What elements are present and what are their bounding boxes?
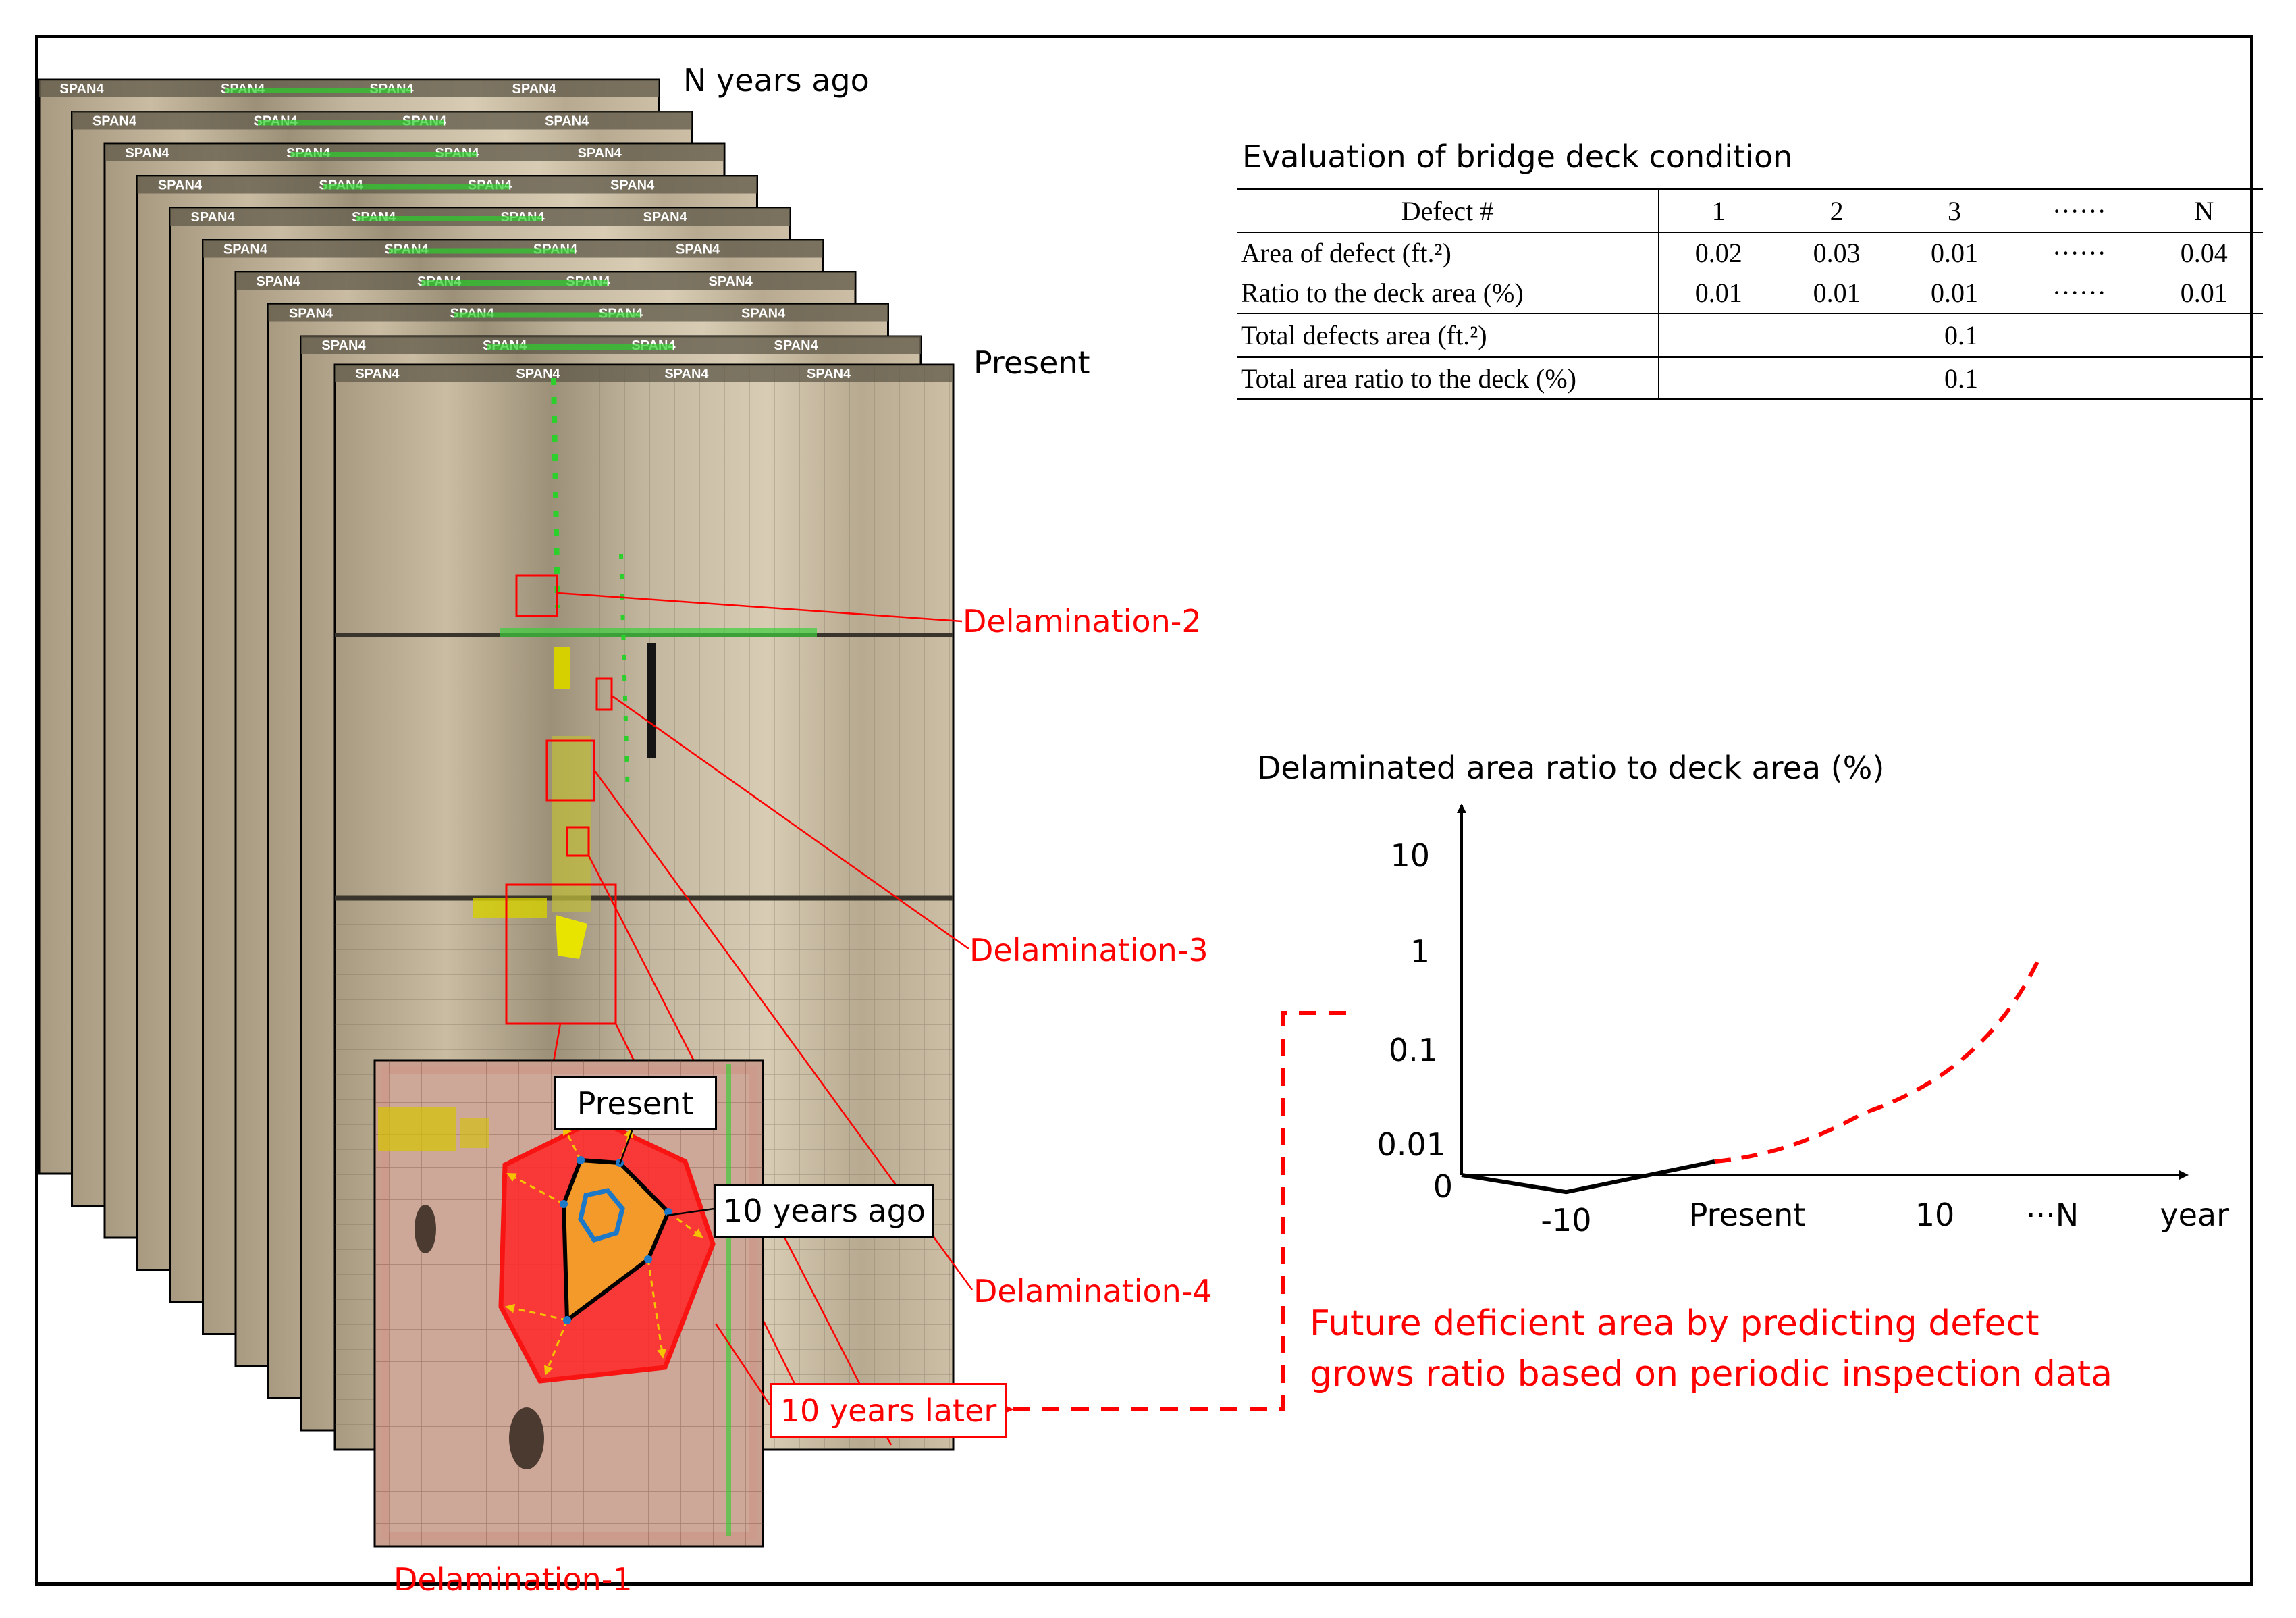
span-header-text: SPAN4	[321, 338, 366, 353]
header-cell: N	[2145, 188, 2263, 233]
table-cell: 0.01	[2145, 272, 2263, 314]
row-label: Ratio to the deck area (%)	[1237, 272, 1659, 314]
span-header-text: SPAN4	[355, 367, 400, 382]
row-label: Area of defect (ft.²)	[1237, 232, 1659, 272]
span-header-text: SPAN4	[643, 210, 688, 225]
span-header-text: SPAN4	[676, 242, 720, 257]
y-tick-label: 1	[1410, 933, 1430, 970]
span-header-text: SPAN4	[741, 307, 786, 321]
delamination-2-label: Delamination-2	[963, 603, 1202, 640]
span-header-text: SPAN4	[59, 82, 104, 97]
x-tick-label: 10	[1915, 1197, 1955, 1233]
table-cell: 0.01	[1659, 272, 1778, 314]
header-cell: Defect #	[1237, 188, 1659, 233]
y-tick-label: 0.1	[1388, 1032, 1438, 1068]
ten-years-later-label: 10 years later	[770, 1383, 1007, 1438]
total-value: 0.1	[1659, 357, 2263, 400]
span-header-text: SPAN4	[610, 178, 655, 193]
chart-y-axis-label: Delaminated area ratio to deck area (%)	[1257, 750, 1885, 786]
header-cell: 3	[1895, 188, 2014, 233]
stack-bottom-label: Present	[973, 344, 1090, 381]
span-header-text: SPAN4	[256, 274, 300, 289]
table-total-row: Total defects area (ft.²) 0.1	[1237, 313, 2263, 358]
total-value: 0.1	[1659, 313, 2263, 358]
delamination-4-label: Delamination-4	[973, 1273, 1212, 1309]
delamination-1-zoom	[373, 1059, 771, 1548]
header-cell: 2	[1778, 188, 1896, 233]
span-header-text: SPAN4	[223, 242, 268, 257]
span-header-text: SPAN4	[709, 274, 753, 289]
table-cell: 0.01	[1778, 272, 1896, 314]
present-outline-label: Present	[554, 1076, 717, 1130]
span-header-text: SPAN4	[774, 338, 819, 353]
y-tick-label: 0.01	[1377, 1126, 1446, 1163]
chart-x-axis-label: year	[2160, 1197, 2229, 1233]
y-tick-label: 10	[1390, 837, 1430, 874]
span-header-text: SPAN4	[664, 367, 709, 382]
table-cell: 0.04	[2180, 237, 2228, 268]
table-cell: 0.01	[1895, 272, 2014, 314]
header-cell: 1	[1659, 188, 1778, 233]
header-cell: ······	[2013, 188, 2145, 233]
table-total-row: Total area ratio to the deck (%) 0.1	[1237, 357, 2263, 400]
delamination-1-label: Delamination-1	[394, 1561, 633, 1598]
span-header-text: SPAN4	[125, 146, 169, 161]
table-cell: 0.02	[1694, 237, 1742, 268]
span-header-text: SPAN4	[807, 367, 851, 382]
span-header-text: SPAN4	[190, 210, 235, 225]
observed-growth-line	[1461, 1159, 1715, 1195]
table-cell: 0.03	[1813, 237, 1861, 268]
predicted-growth-line	[1714, 958, 2041, 1164]
span-header-text: SPAN4	[512, 82, 557, 97]
evaluation-table: Defect # 1 2 3 ······ N Area of defect (…	[1237, 188, 2263, 400]
evaluation-table-title: Evaluation of bridge deck condition	[1242, 138, 1793, 175]
present-deck-image: SPAN4 SPAN4 SPAN4 SPAN4	[333, 363, 973, 1451]
delamination-3-label: Delamination-3	[969, 932, 1208, 968]
prediction-caption-line-2: grows ratio based on periodic inspection…	[1310, 1354, 2112, 1394]
total-label: Total area ratio to the deck (%)	[1237, 357, 1659, 400]
table-cell: ······	[2052, 237, 2106, 268]
prediction-connector-arrow	[991, 1011, 1346, 1419]
prediction-caption-line-1: Future deficient area by predicting defe…	[1310, 1303, 2039, 1344]
span-header-text: SPAN4	[92, 114, 137, 129]
span-header-text: SPAN4	[545, 114, 589, 129]
y-tick-label: 0	[1433, 1168, 1453, 1205]
span-header-text: SPAN4	[289, 307, 333, 321]
table-cell: ······	[2013, 272, 2145, 314]
total-label: Total defects area (ft.²)	[1237, 313, 1659, 358]
ten-years-ago-label: 10 years ago	[714, 1184, 934, 1238]
span-header-text: SPAN4	[578, 146, 622, 161]
table-header-row: Defect # 1 2 3 ······ N	[1237, 188, 2263, 233]
defect-growth-chart	[1457, 804, 2189, 1195]
span-header-text: SPAN4	[516, 367, 560, 382]
figure-frame	[35, 35, 2253, 1586]
x-tick-label: Present	[1688, 1197, 1806, 1233]
table-row: Ratio to the deck area (%) 0.01 0.01 0.0…	[1237, 272, 2263, 314]
x-tick-label: ···N	[2025, 1197, 2079, 1233]
table-row: Area of defect (ft.²) 0.02 0.03 0.01 ···…	[1237, 232, 2263, 272]
stack-top-label: N years ago	[683, 62, 870, 99]
x-tick-label: -10	[1541, 1202, 1592, 1238]
table-cell: 0.01	[1930, 237, 1978, 268]
span-header-text: SPAN4	[158, 178, 203, 193]
